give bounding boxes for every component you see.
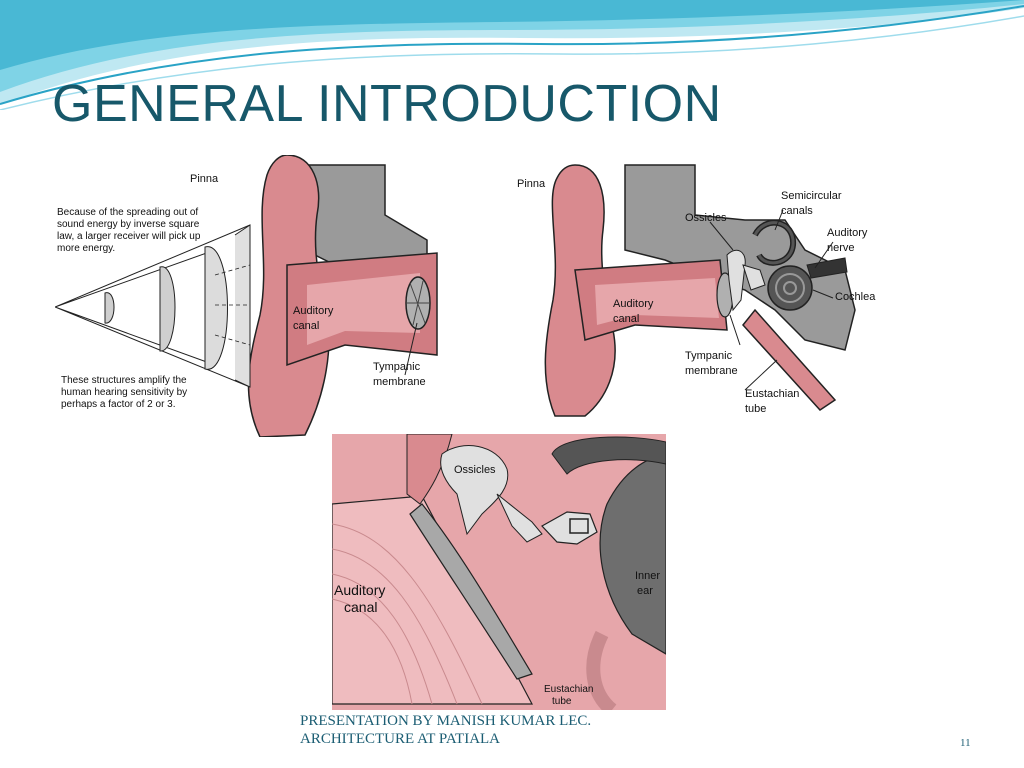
wave-header-decoration	[0, 0, 1024, 110]
label-auditory-nerve-1: Auditory	[827, 227, 868, 239]
label-auditory-canal-1: Auditory	[293, 305, 334, 317]
label-auditory-canal-2: canal	[613, 313, 640, 325]
slide-title: GENERAL INTRODUCTION	[52, 75, 722, 133]
label-eustachian-1: Eustachian	[745, 388, 800, 400]
label-semicircular-2: canals	[781, 205, 813, 217]
footer-line-2: ARCHITECTURE AT PATIALA	[300, 731, 501, 747]
label-auditory-canal-1: Auditory	[334, 582, 386, 598]
label-cochlea: Cochlea	[835, 291, 876, 303]
label-eustachian-2: tube	[552, 696, 572, 707]
label-pinna: Pinna	[517, 178, 546, 190]
page-number: 11	[960, 737, 971, 749]
label-pinna: Pinna	[190, 173, 219, 185]
label-ossicles: Ossicles	[454, 464, 496, 476]
ear-anatomy-illustration	[544, 164, 856, 417]
label-semicircular-1: Semicircular	[781, 190, 842, 202]
figure-ear-anatomy: Pinna Ossicles Semicircular canals Audit…	[515, 160, 887, 418]
label-tympanic-2: membrane	[685, 365, 738, 377]
middle-ear-illustration	[332, 434, 666, 710]
label-inner-ear-1: Inner	[635, 570, 661, 582]
label-auditory-canal-2: canal	[344, 599, 378, 615]
label-spreading-note: Because of the spreading out of sound en…	[57, 207, 201, 254]
label-eustachian-2: tube	[745, 403, 767, 415]
label-tympanic-1: Tympanic	[685, 350, 733, 362]
label-auditory-canal-1: Auditory	[613, 298, 654, 310]
figure-middle-ear-closeup: Ossicles Auditory canal Inner ear Eustac…	[332, 434, 666, 710]
label-auditory-canal-2: canal	[293, 320, 320, 332]
label-auditory-nerve-2: nerve	[827, 242, 855, 254]
label-eustachian-1: Eustachian	[544, 684, 594, 695]
label-amplify-note: These structures amplify the human heari…	[61, 375, 188, 410]
figure-outer-ear-sound-spreading: Pinna Because of the spreading out of so…	[55, 155, 440, 437]
label-inner-ear-2: ear	[637, 585, 653, 597]
label-tympanic-1: Tympanic	[373, 361, 421, 373]
label-tympanic-2: membrane	[373, 376, 426, 388]
label-ossicles: Ossicles	[685, 212, 727, 224]
footer-line-1: PRESENTATION BY MANISH KUMAR LEC.	[300, 713, 592, 729]
slide-footer: PRESENTATION BY MANISH KUMAR LEC. ARCHIT…	[300, 712, 591, 748]
outer-ear-illustration	[55, 155, 438, 437]
